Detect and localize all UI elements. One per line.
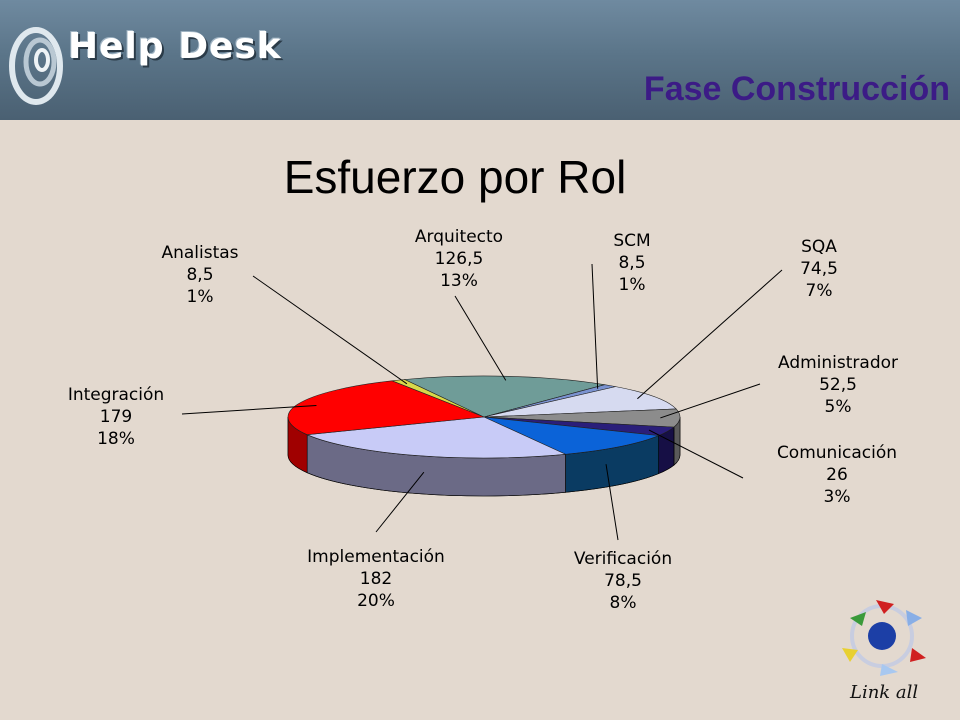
header-bar: Help Desk Fase Construcción — [0, 0, 960, 120]
data-label-value: 52,5 — [819, 375, 857, 395]
data-label-label: Analistas — [161, 243, 239, 263]
pie-slice-sqa — [483, 386, 677, 418]
data-label-label: Administrador — [777, 353, 899, 373]
data-label-percent: 1% — [618, 275, 646, 295]
data-label-label: Implementación — [307, 547, 445, 567]
leader-line-implementacion — [375, 471, 425, 533]
leader-line-administrador — [660, 383, 761, 419]
leader-line-scm — [591, 263, 599, 389]
pie-slice-verificacion — [483, 416, 659, 455]
data-label-percent: 18% — [97, 429, 135, 449]
data-label-percent: 5% — [824, 397, 852, 417]
data-label-label: Integración — [67, 385, 165, 405]
data-label-percent: 3% — [823, 487, 851, 507]
data-label-value: 8,5 — [618, 253, 646, 273]
leader-line-sqa — [637, 269, 783, 400]
data-label-percent: 20% — [357, 591, 395, 611]
data-label-label: Comunicación — [776, 443, 898, 463]
swirl-logo-icon — [9, 27, 63, 105]
data-label-label: Verificación — [573, 549, 673, 569]
data-label-label: SQA — [801, 237, 837, 257]
data-label-value: 126,5 — [434, 249, 484, 269]
chart-title: Esfuerzo por Rol — [283, 151, 627, 203]
data-label-value: 78,5 — [604, 571, 642, 591]
data-label-value: 26 — [826, 465, 848, 485]
data-label-value: 74,5 — [800, 259, 838, 279]
phase-title: Fase Construcción — [643, 70, 950, 108]
data-label-value: 182 — [359, 569, 393, 589]
leader-line-comunicacion — [648, 429, 744, 479]
data-label-value: 8,5 — [186, 265, 214, 285]
data-label-label: SCM — [613, 231, 651, 251]
pie-slice-arquitecto — [403, 375, 605, 418]
data-label-percent: 8% — [609, 593, 637, 613]
data-label-value: 179 — [99, 407, 133, 427]
app-logo-text: Help Desk — [68, 26, 282, 67]
data-label-percent: 1% — [186, 287, 214, 307]
pie-slice-implementacion — [306, 416, 567, 459]
leader-line-integracion — [181, 404, 317, 415]
leader-line-analistas — [252, 275, 408, 385]
pie-slice-integracion — [287, 380, 485, 435]
data-label-percent: 7% — [805, 281, 833, 301]
leader-line-arquitecto — [454, 295, 507, 381]
footer-logo-text: Link all — [850, 682, 919, 703]
data-label-percent: 13% — [440, 271, 478, 291]
leader-line-verificacion — [605, 464, 619, 541]
flags-wreath-logo-icon — [842, 600, 926, 676]
data-label-label: Arquitecto — [414, 227, 504, 247]
